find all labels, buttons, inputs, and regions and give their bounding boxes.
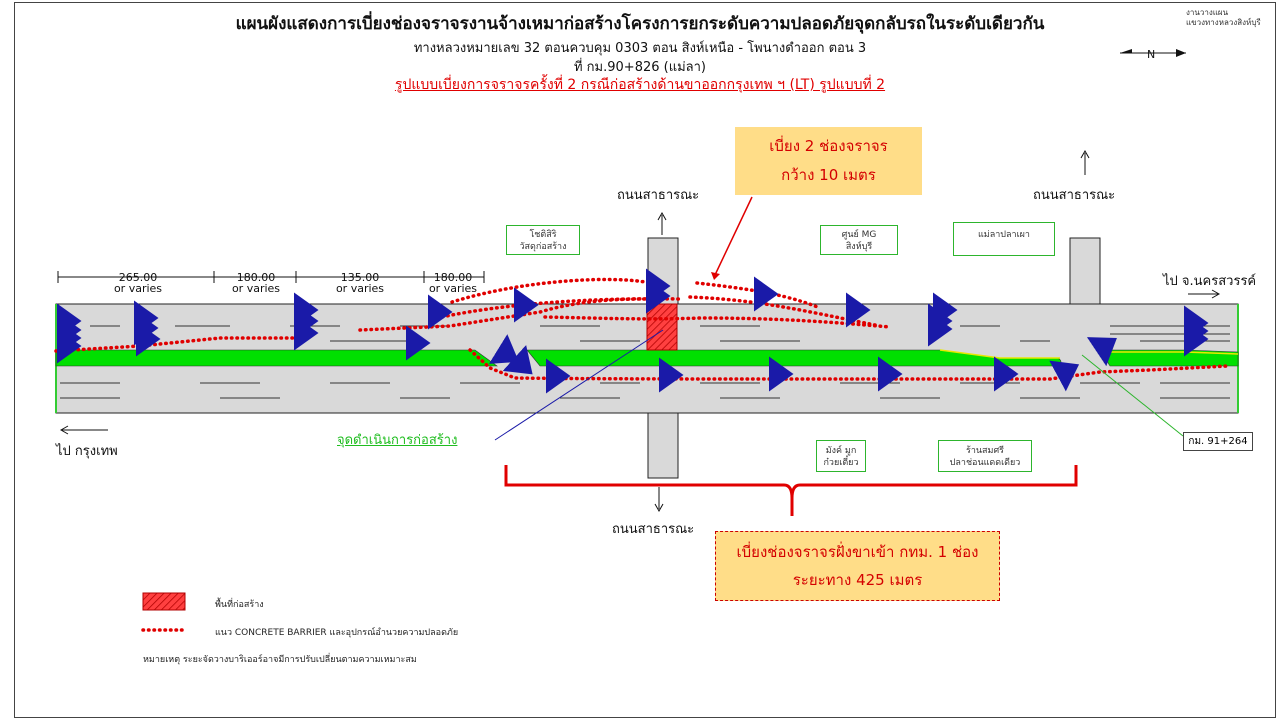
diagram-km-location: ที่ กม.90+826 (แม่ลา) bbox=[573, 60, 706, 75]
side-road-bottom bbox=[647, 411, 679, 479]
diagram-scheme-title: รูปแบบเบี่ยงการจราจรครั้งที่ 2 กรณีก่อสร… bbox=[394, 77, 886, 93]
detour-bracket bbox=[504, 465, 1078, 516]
side-road-arrows bbox=[59, 149, 1221, 513]
public-road-label-bottom: ถนนสาธารณะ bbox=[612, 522, 695, 537]
inbound-shift-callout-line2: ระยะทาง 425 เมตร bbox=[792, 571, 923, 589]
km-marker-box: กม. 91+264 bbox=[1183, 432, 1253, 451]
corner-note-line1: งานวางแผน bbox=[1186, 8, 1229, 17]
corner-note: งานวางแผน แขวงทางหลวงสิงห์บุรี bbox=[1186, 8, 1261, 28]
construction-pointer bbox=[494, 329, 664, 441]
legend-construction-label: พื้นที่ก่อสร้าง bbox=[215, 600, 264, 610]
side-road-top-right bbox=[1069, 237, 1101, 305]
construction-point-label: จุดดำเนินการก่อสร้าง bbox=[337, 433, 458, 448]
public-road-label-top-right: ถนนสาธารณะ bbox=[1033, 188, 1116, 203]
destination-nakhon-sawan: ไป จ.นครสวรรค์ bbox=[1163, 274, 1257, 289]
place-chotsiri: โชติสิริวัสดุก่อสร้าง bbox=[506, 225, 580, 255]
place-somsri: ร้านสมศรีปลาช่อนแดดเดียว bbox=[938, 440, 1032, 472]
lane-shift-callout-line2: กว้าง 10 เมตร bbox=[781, 166, 876, 184]
legend-barrier-label: แนว CONCRETE BARRIER และอุปกรณ์อำนวยความ… bbox=[215, 628, 459, 638]
legend-note: หมายเหตุ ระยะจัดวางบาริเออร์อาจมีการปรับ… bbox=[143, 655, 417, 665]
corner-note-line2: แขวงทางหลวงสิงห์บุรี bbox=[1186, 18, 1261, 27]
destination-bangkok: ไป กรุงเทพ bbox=[56, 444, 118, 459]
diagram-frame bbox=[14, 2, 1276, 718]
construction-area bbox=[646, 303, 678, 351]
lane-shift-callout: เบี่ยง 2 ช่องจราจร กว้าง 10 เมตร bbox=[735, 127, 922, 195]
legend-construction-swatch bbox=[142, 592, 186, 611]
side-road-top-left bbox=[647, 237, 679, 305]
place-maela-fish: แม่ลาปลาเผา bbox=[953, 222, 1055, 256]
dimension-lines bbox=[57, 271, 485, 283]
north-label: N bbox=[1147, 48, 1155, 61]
traffic-arrows bbox=[57, 268, 1209, 394]
place-mangmook: มังค์ มูกก๋วยเตี๋ยว bbox=[816, 440, 866, 472]
km-pointer bbox=[1081, 354, 1184, 437]
diagram-title: แผนผังแสดงการเบี่ยงช่องจราจรงานจ้างเหมาก… bbox=[235, 14, 1045, 34]
diagram-subtitle: ทางหลวงหมายเลข 32 ตอนควบคุม 0303 ตอน สิง… bbox=[413, 41, 867, 56]
callout-pointer bbox=[714, 196, 753, 276]
lane-shift-callout-line1: เบี่ยง 2 ช่องจราจร bbox=[769, 137, 888, 155]
public-road-label-top-left: ถนนสาธารณะ bbox=[617, 188, 700, 203]
inbound-shift-callout: เบี่ยงช่องจราจรฝั่งขาเข้า กทม. 1 ช่อง ระ… bbox=[715, 531, 1000, 601]
inbound-shift-callout-line1: เบี่ยงช่องจราจรฝั่งขาเข้า กทม. 1 ช่อง bbox=[736, 543, 979, 561]
north-arrow-icon: N bbox=[1120, 48, 1186, 61]
